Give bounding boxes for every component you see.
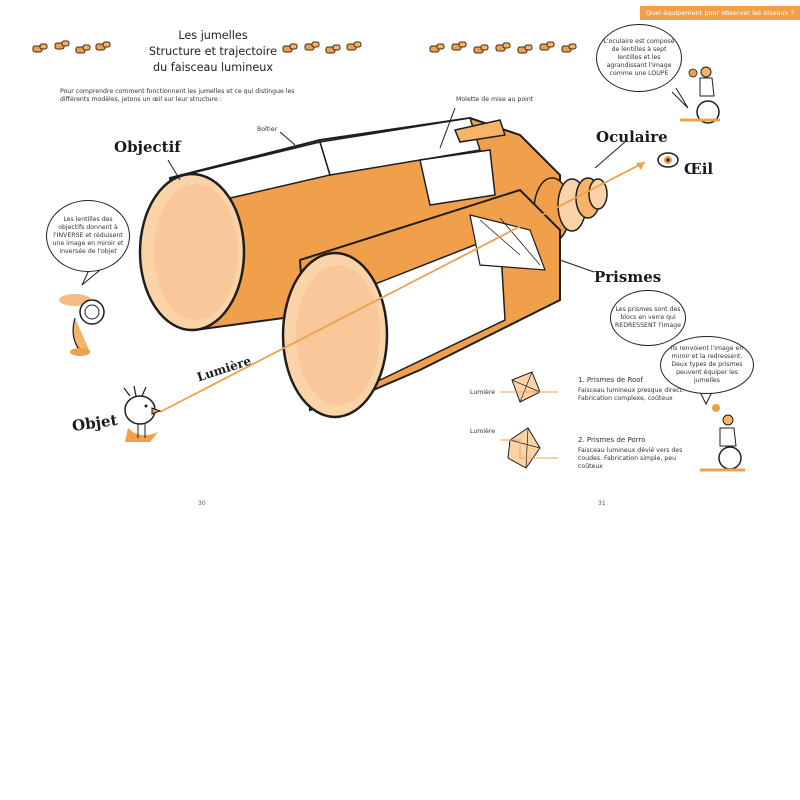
prism2-desc: Faisceau lumineux dévié vers des coudes.…: [578, 447, 683, 470]
chapter-label: Quel équipement pour observer les oiseau…: [646, 9, 794, 17]
page-title: Les jumelles Structure et trajectoire du…: [118, 28, 308, 76]
wheelchair-person-icon: [680, 66, 720, 124]
bubble-lentilles: Les lentilles des objectifs donnent à l'…: [46, 200, 130, 272]
prism-icon-porro: [500, 427, 558, 469]
person-magnifier-icon: [59, 294, 105, 356]
prism1-title: 1. Prismes de Roof: [578, 376, 644, 384]
prism2-light-label: Lumière: [470, 428, 496, 435]
binoculars-icon-row-left: [32, 40, 111, 54]
objective-lens-front-inner: [296, 265, 380, 405]
label-boitier: Boîtier: [257, 126, 278, 133]
label-oculaire: Oculaire: [596, 128, 668, 146]
title-line-2: Structure et trajectoire: [149, 45, 277, 58]
bubble-reflexion-text: Ils renvoient l'image en miroir et la re…: [670, 345, 744, 384]
title-line-3: du faisceau lumineux: [153, 61, 273, 74]
prism2-title: 2. Prismes de Porro: [578, 436, 646, 444]
title-line-1: Les jumelles: [178, 29, 248, 42]
bubble-prismes-text: Les prismes sont des blocs en verre qui …: [615, 306, 682, 329]
wheelchair-person-icon-2: [700, 404, 745, 472]
prism-icon-roof: [500, 371, 558, 403]
binoculars-icon-row-right: [429, 41, 577, 54]
light-beam: [159, 161, 646, 413]
bubble-lentilles-text: Les lentilles des objectifs donnent à l'…: [52, 216, 124, 255]
intro-text: Pour comprendre comment fonctionnent les…: [60, 88, 295, 103]
label-molette: Molette de mise au point: [456, 96, 534, 103]
label-oeil: Œil: [684, 160, 714, 178]
chapter-banner: Quel équipement pour observer les oiseau…: [640, 6, 800, 20]
objective-lens-back-inner: [154, 184, 238, 320]
eye-icon: [657, 152, 679, 168]
bubble-reflexion: Ils renvoient l'image en miroir et la re…: [660, 336, 754, 394]
label-prismes: Prismes: [594, 268, 662, 286]
bubble-oculaire-text: L'oculaire est composé de lentilles à se…: [603, 38, 675, 77]
bubble-prismes: Les prismes sont des blocs en verre qui …: [610, 290, 686, 346]
page-number-left: 30: [198, 500, 206, 507]
bird-icon: [123, 385, 162, 442]
label-objectif: Objectif: [114, 138, 181, 156]
prism1-desc: Faisceau lumineux presque direct. Fabric…: [578, 387, 684, 402]
page-number-right: 31: [598, 500, 606, 507]
prism1-light-label: Lumière: [470, 389, 496, 396]
bubble-oculaire: L'oculaire est composé de lentilles à se…: [596, 24, 682, 92]
